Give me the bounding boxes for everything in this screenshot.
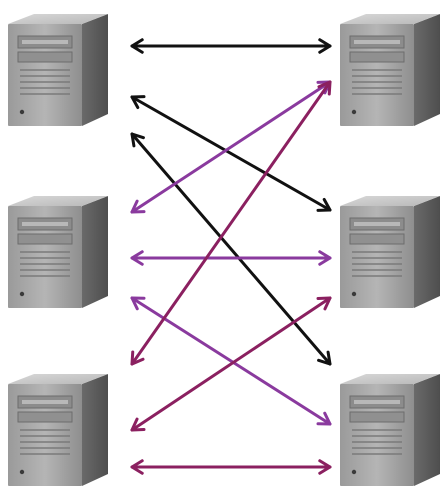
connections-layer [130, 38, 332, 475]
server-tower-icon [8, 196, 108, 308]
server-tower-icon [340, 14, 440, 126]
server-tower-icon [340, 374, 440, 486]
connection-l1-r1-arrow [130, 38, 332, 54]
connection-l3-r3-arrow [130, 459, 332, 475]
connection-l1-r2-arrow [130, 95, 332, 212]
connection-l3-r2-arrow [130, 296, 332, 432]
connection-l2-r2-arrow [130, 250, 332, 266]
servers-layer [8, 14, 440, 486]
connection-l3-r1-arrow [130, 80, 332, 366]
server-tower-icon [340, 196, 440, 308]
connection-l1-r3-arrow [130, 132, 332, 366]
server-tower-icon [8, 14, 108, 126]
server-tower-icon [8, 374, 108, 486]
